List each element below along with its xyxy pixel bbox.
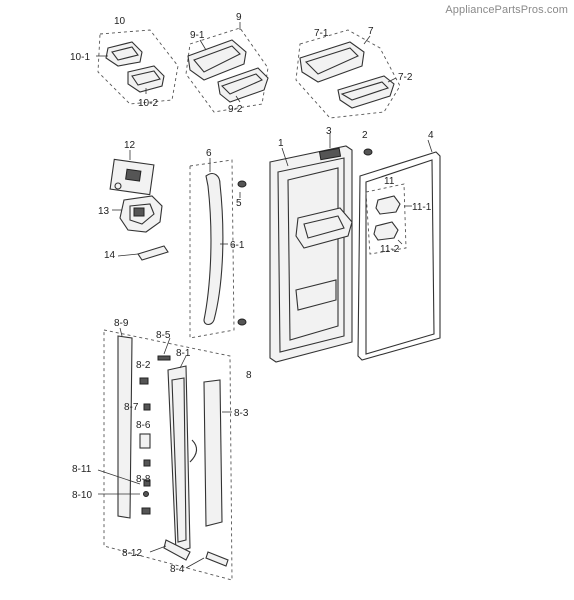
label-11-1: 11-1 bbox=[412, 202, 432, 213]
door-gasket-4 bbox=[357, 139, 441, 361]
label-8-3: 8-3 bbox=[234, 408, 249, 419]
part-11-2 bbox=[373, 221, 399, 241]
label-10: 10 bbox=[114, 16, 126, 27]
label-4: 4 bbox=[428, 130, 434, 141]
watermark: AppliancePartsPros.com bbox=[445, 4, 568, 16]
part-8-8 bbox=[143, 479, 151, 487]
label-5: 5 bbox=[236, 198, 242, 209]
label-7-2: 7-2 bbox=[398, 72, 413, 83]
label-8: 8 bbox=[246, 370, 252, 381]
label-8-7: 8-7 bbox=[124, 402, 139, 413]
label-7: 7 bbox=[368, 26, 374, 37]
bin-7-2 bbox=[337, 75, 395, 109]
part-2-cap bbox=[363, 148, 373, 156]
label-13: 13 bbox=[98, 206, 110, 217]
label-8-11: 8-11 bbox=[72, 464, 92, 475]
part-5-screw bbox=[237, 180, 247, 188]
trim-8-1 bbox=[167, 365, 191, 553]
trim-8-9 bbox=[117, 335, 133, 519]
label-8-8: 8-8 bbox=[136, 474, 151, 485]
label-3: 3 bbox=[326, 126, 332, 137]
label-9-1: 9-1 bbox=[190, 30, 205, 41]
part-8-5 bbox=[157, 355, 171, 361]
label-6: 6 bbox=[206, 148, 212, 159]
part-group-10 bbox=[96, 29, 179, 105]
label-8-5: 8-5 bbox=[156, 330, 171, 341]
label-8-6: 8-6 bbox=[136, 420, 151, 431]
part-group-9 bbox=[185, 22, 269, 113]
trim-8-4 bbox=[205, 551, 229, 567]
label-9: 9 bbox=[236, 12, 242, 23]
bin-7-1 bbox=[299, 41, 365, 83]
trim-8-12 bbox=[163, 539, 191, 561]
label-10-1: 10-1 bbox=[70, 52, 90, 63]
callout-labels: 10 10-1 10-2 9 9-1 9-2 7 7-1 7-2 3 2 4 1… bbox=[70, 12, 434, 575]
part-group-7 bbox=[295, 29, 401, 119]
label-2: 2 bbox=[362, 130, 368, 141]
label-8-12: 8-12 bbox=[122, 548, 142, 559]
label-9-2: 9-2 bbox=[228, 104, 243, 115]
part-8-7 bbox=[143, 403, 151, 411]
label-8-10: 8-10 bbox=[72, 490, 92, 501]
trim-8-3 bbox=[203, 379, 223, 527]
label-14: 14 bbox=[104, 250, 116, 261]
label-7-1: 7-1 bbox=[314, 28, 329, 39]
part-group-8 bbox=[97, 327, 233, 581]
label-10-2: 10-2 bbox=[138, 98, 158, 109]
label-12: 12 bbox=[124, 140, 136, 151]
part-8-2 bbox=[139, 377, 149, 385]
part-11-1 bbox=[375, 195, 401, 215]
handle-6-1 bbox=[203, 173, 224, 326]
label-8-4: 8-4 bbox=[170, 564, 185, 575]
part-14-strip bbox=[137, 245, 169, 261]
door-assembly-1 bbox=[269, 134, 373, 363]
bin-9-1 bbox=[187, 39, 247, 81]
part-8-10 bbox=[143, 491, 149, 497]
part-group-11 bbox=[365, 183, 412, 255]
label-6-1: 6-1 bbox=[230, 240, 245, 251]
label-11: 11 bbox=[384, 176, 395, 187]
dispenser-parts bbox=[109, 150, 169, 261]
label-8-2: 8-2 bbox=[136, 360, 151, 371]
label-8-9: 8-9 bbox=[114, 318, 129, 329]
part-8-6 bbox=[139, 433, 151, 449]
part-group-6 bbox=[189, 158, 247, 339]
label-8-1: 8-1 bbox=[176, 348, 191, 359]
label-11-2: 11-2 bbox=[380, 244, 400, 255]
label-1: 1 bbox=[278, 138, 284, 149]
